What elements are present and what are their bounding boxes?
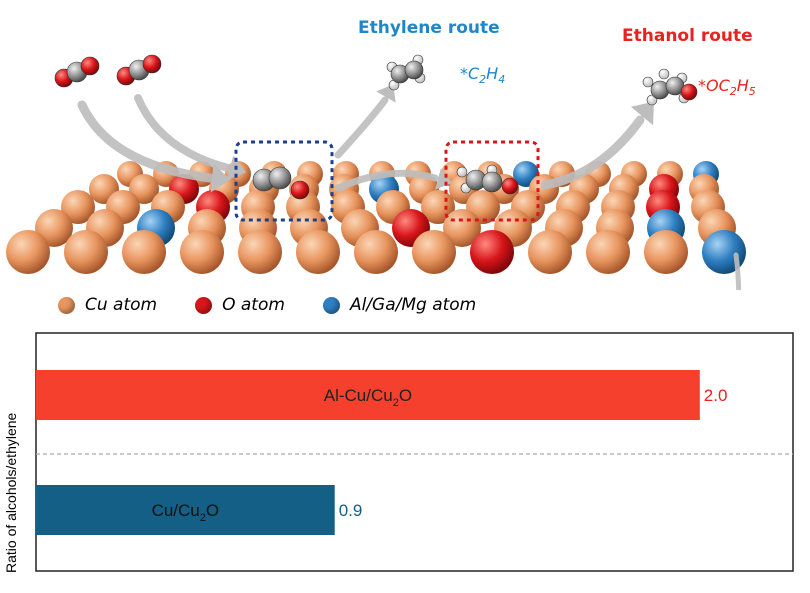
legend-item-dopant: Al/Ga/Mg atom [322,295,477,315]
ethylene-route-title: Ethylene route [358,18,500,38]
co2-oxygen [80,56,100,76]
ethylene-intermediate-box [234,140,334,222]
dopant-atom-icon [322,296,340,314]
c-atom [268,166,292,190]
reaction-arrow [77,100,215,183]
cu-atom [586,230,630,274]
reaction-arrow [540,115,645,190]
reaction-arrow [134,94,232,172]
bar-chart: Al-Cu/Cu2O 2.0Cu/Cu2O 0.9 [35,332,794,572]
catalyst-surface [6,161,746,274]
legend-item-cu: Cu atom [58,295,157,315]
arrow-head [630,101,655,126]
legend-item-o: O atom [195,295,285,315]
o-atom-icon [195,296,213,314]
bar-value-label: 0.9 [339,501,363,520]
bar-al-cu-cu2o [36,370,700,420]
ethylene-species-label: *C2H4 [460,64,506,87]
o-atom [501,177,519,195]
cu-atom [61,190,95,224]
cu-atom [64,230,108,274]
h-atom [456,166,468,178]
ethanol-route-title: Ethanol route [622,26,753,46]
atom-legend: Cu atom O atom Al/Ga/Mg atom [58,292,514,318]
bar-category-label: Cu/Cu2O [152,501,220,524]
cu-atom [6,230,50,274]
arrow-head [210,163,231,193]
ethanol-species-label: *OC2H5 [698,76,756,99]
arrow-head [435,168,453,190]
bar-category-label: Al-Cu/Cu2O [324,386,412,409]
cu-atom [412,230,456,274]
c-atom [481,171,503,193]
cu-atom [354,230,398,274]
cu-atom [644,230,688,274]
h-atom [658,68,670,80]
cu-atom [180,230,224,274]
ethanol-intermediate-box [444,140,540,222]
o-atom [290,180,310,200]
bar-cu-cu2o [36,485,335,535]
cu-atom [238,230,282,274]
o-atom [470,230,514,274]
reaction-scheme [6,54,746,290]
reaction-arrow [733,252,742,290]
cu-atom [528,230,572,274]
legend-label-dopant: Al/Ga/Mg atom [349,295,477,315]
c-atom [404,60,424,80]
cu-atom-icon [58,296,75,314]
bar-value-label: 2.0 [704,386,728,405]
o-atom [680,83,698,101]
h-atom [642,76,654,88]
reaction-arrow [334,96,389,159]
cu-atom [129,174,159,204]
legend-label-o: O atom [222,295,285,315]
reaction-arrows [77,84,742,290]
reaction-arrow [334,169,439,192]
cu-atom [296,230,340,274]
legend-label-cu: Cu atom [85,295,158,315]
adsorbed-molecules [54,54,698,200]
cu-atom [122,230,166,274]
plot-frame [35,332,794,572]
co2-oxygen [142,54,162,74]
h-atom [646,94,658,106]
